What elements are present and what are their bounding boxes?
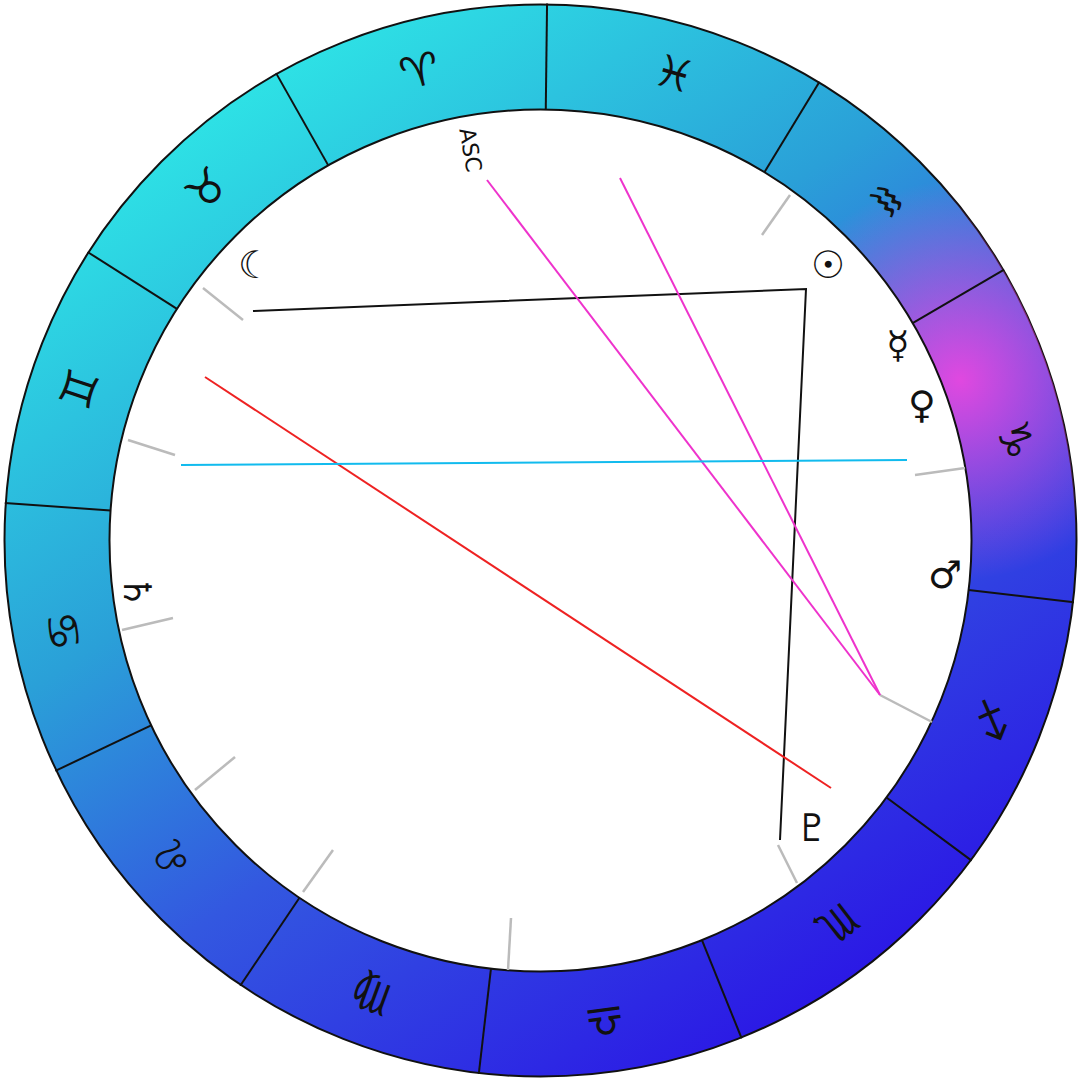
ring-glow bbox=[5, 5, 1077, 1077]
zodiac-ring bbox=[5, 5, 1077, 1077]
sign-divider bbox=[479, 969, 491, 1074]
planet-glyph: ☾ bbox=[238, 246, 272, 284]
sign-divider bbox=[276, 73, 328, 165]
sign-divider bbox=[702, 940, 742, 1038]
sign-divider bbox=[887, 797, 972, 860]
sign-glyph: ♋ bbox=[39, 607, 90, 654]
sign-divider bbox=[969, 590, 1074, 602]
planet-glyph: ☉ bbox=[811, 246, 845, 284]
sign-dividers bbox=[5, 4, 1074, 1074]
planet-glyph: ♄ bbox=[118, 575, 156, 609]
sign-glyph: ♎ bbox=[583, 997, 628, 1046]
sign-divider bbox=[546, 4, 547, 110]
planet-glyph: ♀ bbox=[908, 386, 936, 424]
sign-divider bbox=[5, 503, 111, 510]
sign-divider bbox=[88, 252, 177, 309]
planet-glyph: ♂ bbox=[928, 556, 962, 594]
planet-glyph: ☿ bbox=[886, 326, 909, 364]
sign-divider bbox=[764, 82, 819, 173]
inner-disc bbox=[110, 110, 972, 972]
planet-glyph: ♇ bbox=[795, 809, 829, 847]
aspect-lines bbox=[181, 178, 907, 840]
sign-divider bbox=[240, 898, 299, 986]
sign-divider bbox=[913, 270, 1005, 323]
house-ticks bbox=[122, 195, 965, 970]
sign-divider bbox=[55, 725, 151, 770]
